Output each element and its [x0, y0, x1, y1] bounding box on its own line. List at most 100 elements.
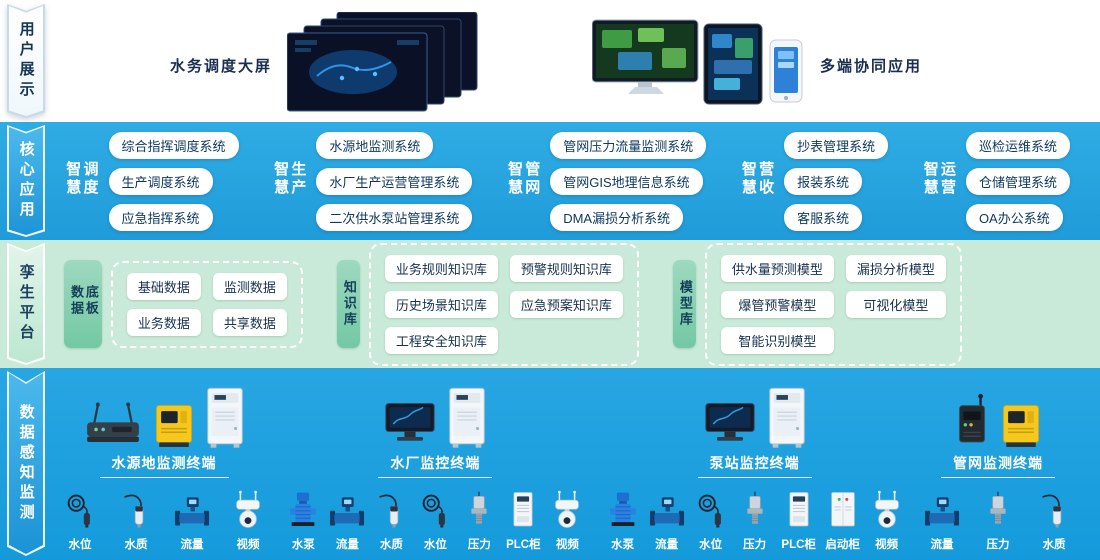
- twin-item: 预警规则知识库: [509, 254, 623, 282]
- arrow-body: 核心应用: [9, 127, 43, 235]
- core-group-label: 智慧生产: [272, 161, 307, 197]
- system-box: 水厂生产运营管理系统: [316, 167, 473, 195]
- sensor-label: 启动柜: [825, 539, 860, 551]
- twin-item: 工程安全知识库: [384, 326, 498, 354]
- core-application-layer: 智慧调度综合指挥调度系统生产调度系统应急指挥系统智慧生产水源地监测系统水厂生产运…: [0, 122, 1100, 240]
- system-box: DMA漏损分析系统: [550, 203, 684, 231]
- station-devices: [381, 384, 489, 450]
- system-box: 二次供水泵站管理系统: [316, 203, 473, 231]
- sensor-item: 水质: [116, 488, 156, 552]
- station-title: 水源地监测终端: [99, 453, 229, 478]
- pressure-sensor-icon: [460, 488, 498, 532]
- sensor-item: 流量: [922, 488, 962, 552]
- twin-item: 智能识别模型: [720, 326, 834, 354]
- twin-item: 业务数据: [126, 308, 201, 336]
- layer-label-user-display: 用户展示: [17, 21, 35, 101]
- monitor-tablet-phone-icon: [591, 14, 804, 115]
- big-screen-label: 水务调度大屏: [170, 58, 273, 75]
- rtu-router-icon: [81, 400, 145, 450]
- sensor-label: 流量: [335, 539, 359, 551]
- sensor-item: 压力: [978, 488, 1018, 552]
- twin-item: 基础数据: [126, 272, 201, 300]
- sensor-item: 水泵: [603, 488, 643, 552]
- system-box: 抄表管理系统: [784, 131, 889, 159]
- sensor-item: 视频: [547, 488, 587, 552]
- twin-item: 爆管预警模型: [720, 290, 834, 318]
- twin-item: 应急预案知识库: [509, 290, 623, 318]
- twin-group-tab: 模型库: [672, 260, 696, 348]
- sensor-item: 压力: [459, 488, 499, 552]
- pressure-sensor-icon: [979, 488, 1017, 532]
- system-box: 客服系统: [784, 203, 863, 231]
- sensor-label: 流量: [180, 539, 204, 551]
- sensor-label: 压力: [743, 539, 767, 551]
- ptz-camera-icon: [868, 488, 906, 532]
- twin-group: 数据底板基础数据监测数据业务数据共享数据: [64, 260, 303, 348]
- arrow-body: 孪生平台: [9, 245, 43, 363]
- level-sensor-icon: [692, 488, 730, 532]
- core-groups: 智慧调度综合指挥调度系统生产调度系统应急指挥系统智慧生产水源地监测系统水厂生产运…: [0, 122, 1100, 240]
- pump-icon: [284, 488, 322, 532]
- twin-group-label: 知识库: [341, 280, 357, 328]
- sensor-label: 水位: [68, 539, 92, 551]
- core-group-label: 智慧调度: [64, 161, 99, 197]
- layer-arrow-core-application: 核心应用: [7, 125, 45, 237]
- sensor-label: 视频: [875, 539, 899, 551]
- flowmeter-icon: [327, 488, 367, 532]
- pump-icon: [604, 488, 642, 532]
- sensor-item: 水质: [371, 488, 411, 552]
- twin-item: 监测数据: [212, 272, 287, 300]
- core-group-label: 智慧营收: [739, 161, 775, 197]
- hmi-panel-icon: [701, 398, 759, 450]
- sensor-label: 水质: [124, 539, 148, 551]
- twin-group-tab: 知识库: [336, 260, 360, 348]
- twin-group-tab: 数据底板: [64, 260, 102, 348]
- system-list: 综合指挥调度系统生产调度系统应急指挥系统: [108, 131, 239, 231]
- system-box: 巡检运维系统: [965, 131, 1070, 159]
- multi-terminal-label: 多端协同应用: [820, 58, 923, 75]
- twin-groups: 数据底板基础数据监测数据业务数据共享数据知识库业务规则知识库预警规则知识库历史场…: [0, 240, 1100, 368]
- layer-label-twin-platform: 孪生平台: [17, 264, 35, 344]
- layer-arrow-twin-platform: 孪生平台: [7, 243, 45, 365]
- sensor-label: 水质: [379, 539, 403, 551]
- sensor-item: 压力: [735, 488, 775, 552]
- sensor-item: 视频: [228, 488, 268, 552]
- sensor-item: 视频: [867, 488, 907, 552]
- level-sensor-icon: [61, 488, 99, 532]
- sensing-group: 水源地监测终端水位 水质 流量 视频: [60, 384, 268, 552]
- twin-item: 漏损分析模型: [845, 254, 946, 282]
- telemetry-yellow-icon: [151, 398, 197, 450]
- station-title: 管网监测终端: [940, 453, 1055, 478]
- sensor-label: 视频: [236, 539, 260, 551]
- system-box: 管网压力流量监测系统: [550, 131, 707, 159]
- system-box: 水源地监测系统: [316, 131, 434, 159]
- sensor-item: 流量: [647, 488, 687, 552]
- sensing-group: 管网监测终端流量压力水质: [922, 384, 1074, 552]
- station-devices: [81, 384, 247, 450]
- level-sensor-icon: [416, 488, 454, 532]
- cabinet-icon: [445, 386, 489, 450]
- sensor-label: 水位: [699, 539, 723, 551]
- sensor-label: 视频: [555, 539, 579, 551]
- system-box: OA办公系统: [965, 203, 1063, 231]
- quality-sensor-icon: [1035, 488, 1073, 532]
- system-box: 应急指挥系统: [108, 203, 213, 231]
- cabinet-icon: [203, 386, 247, 450]
- ptz-camera-icon: [229, 488, 267, 532]
- core-group: 智慧生产水源地监测系统水厂生产运营管理系统二次供水泵站管理系统: [272, 131, 473, 231]
- cabinet-icon: [765, 386, 809, 450]
- sensor-label: 压力: [467, 539, 491, 551]
- twin-item-container: 基础数据监测数据业务数据共享数据: [110, 260, 303, 348]
- sensor-label: 压力: [986, 539, 1010, 551]
- dispatch-big-screens-icon: [286, 11, 479, 119]
- sensor-list: 流量压力水质: [922, 488, 1074, 552]
- hmi-panel-icon: [381, 398, 439, 450]
- sensor-item: 水位: [691, 488, 731, 552]
